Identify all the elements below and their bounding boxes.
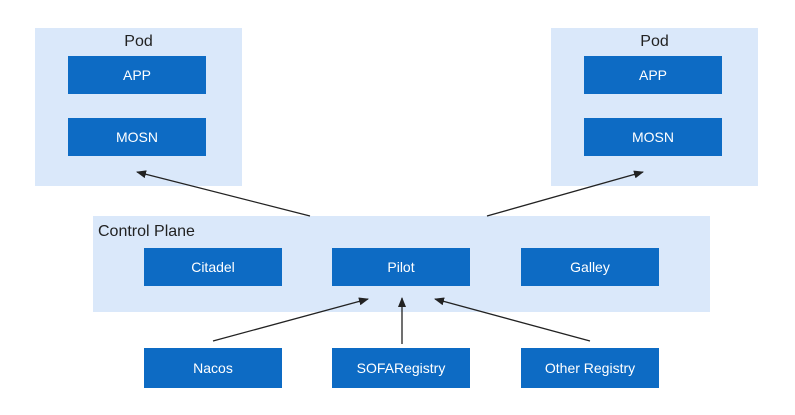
sofaregistry-box: SOFARegistry <box>332 348 470 388</box>
galley-box: Galley <box>521 248 659 286</box>
pod-right-title: Pod <box>640 33 669 50</box>
pod-left-app-box: APP <box>68 56 206 94</box>
pod-left: Pod <box>35 28 242 186</box>
other-registry-box: Other Registry <box>521 348 659 388</box>
nacos-box: Nacos <box>144 348 282 388</box>
pod-right-app-box: APP <box>584 56 722 94</box>
pod-right: Pod <box>551 28 758 186</box>
pod-left-mosn-box: MOSN <box>68 118 206 156</box>
citadel-box: Citadel <box>144 248 282 286</box>
pod-right-mosn-box: MOSN <box>584 118 722 156</box>
pod-left-title: Pod <box>124 33 153 50</box>
pilot-box: Pilot <box>332 248 470 286</box>
control-plane-title: Control Plane <box>98 223 195 240</box>
